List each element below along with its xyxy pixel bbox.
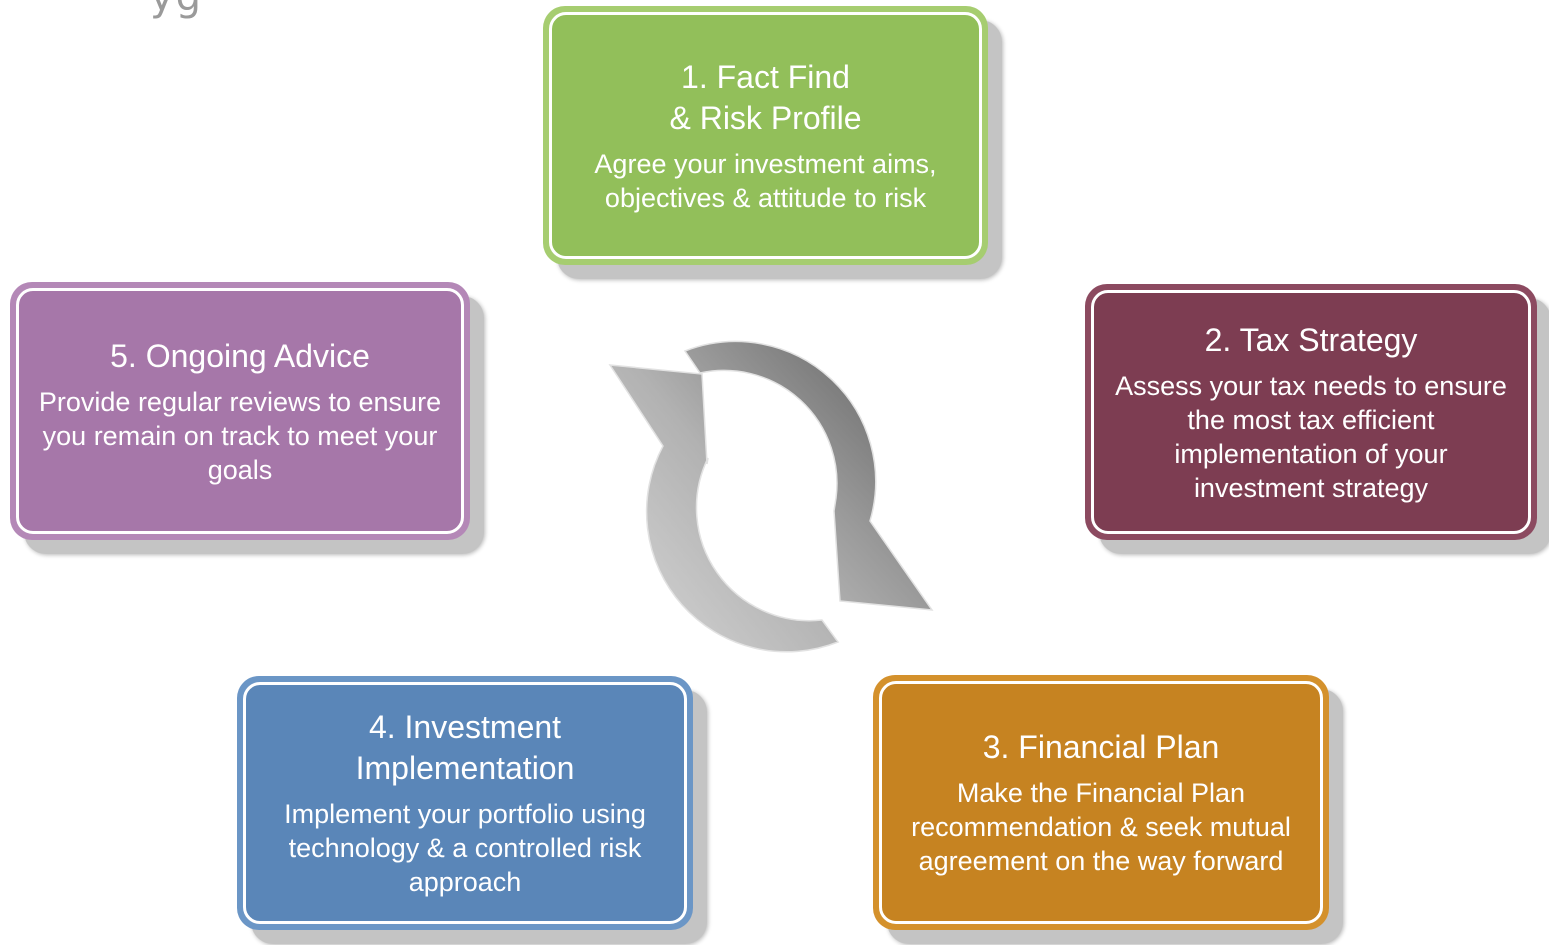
step-3-card: 3. Financial Plan Make the Financial Pla…: [873, 675, 1329, 930]
step-4-description: Implement your portfolio using technolog…: [284, 799, 646, 897]
step-4-card-inner: 4. Investment Implementation Implement y…: [243, 682, 687, 924]
step-4-title-line-2: Implementation: [355, 750, 575, 786]
step-4-title: 4. Investment Implementation: [356, 707, 575, 789]
step-5-title: 5. Ongoing Advice: [110, 337, 370, 374]
step-5-card: 5. Ongoing Advice Provide regular review…: [10, 282, 470, 540]
step-2-card-inner: 2. Tax Strategy Assess your tax needs to…: [1091, 290, 1531, 534]
cycle-arrow-right: [683, 340, 934, 611]
step-3-card-inner: 3. Financial Plan Make the Financial Pla…: [879, 681, 1323, 924]
step-4-card: 4. Investment Implementation Implement y…: [237, 676, 693, 930]
step-2-description: Assess your tax needs to ensure the most…: [1115, 370, 1507, 503]
step-1-title-line-2: & Risk Profile: [669, 99, 862, 136]
step-2-card: 2. Tax Strategy Assess your tax needs to…: [1085, 284, 1537, 540]
step-1-card: 1. Fact Find & Risk Profile Agree your i…: [543, 6, 988, 265]
cycle-arrow-left: [608, 364, 840, 653]
heading-fragment: yg: [150, 0, 203, 20]
step-3-title: 3. Financial Plan: [982, 729, 1220, 765]
step-3-description: Make the Financial Plan recommendation &…: [911, 778, 1291, 876]
step-4-title-line-1: 4. Investment: [368, 709, 562, 745]
step-2-title: 2. Tax Strategy: [1204, 321, 1418, 358]
step-1-description: Agree your investment aims, objectives &…: [594, 148, 937, 213]
step-1-card-inner: 1. Fact Find & Risk Profile Agree your i…: [549, 12, 982, 259]
step-5-description: Provide regular reviews to ensure you re…: [38, 386, 442, 485]
circular-arrows-icon: [608, 340, 934, 653]
step-1-title-line-1: 1. Fact Find: [681, 58, 850, 95]
step-1-title: 1. Fact Find & Risk Profile: [669, 57, 861, 139]
step-5-card-inner: 5. Ongoing Advice Provide regular review…: [16, 288, 464, 534]
